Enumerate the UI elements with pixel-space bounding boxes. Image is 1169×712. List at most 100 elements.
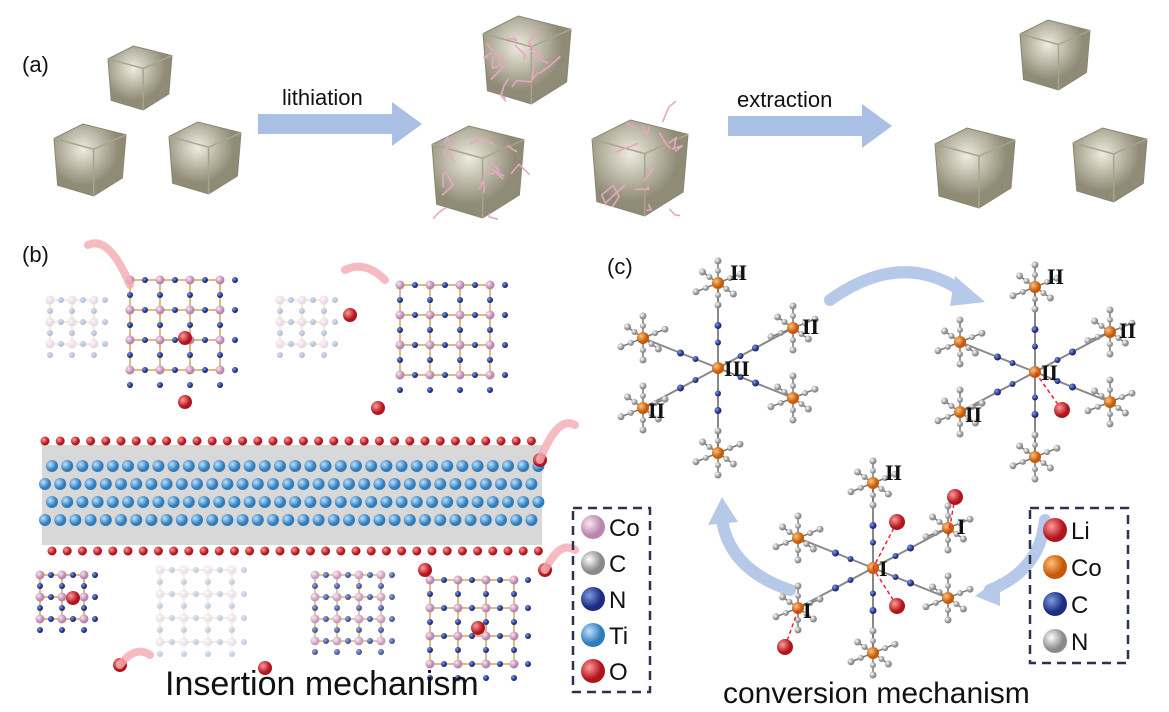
co-atom [454, 604, 463, 613]
co-atom [510, 604, 519, 613]
ti-atom [525, 478, 537, 490]
c-atom [1032, 466, 1038, 472]
ti-atom [252, 478, 264, 490]
c-atom [703, 455, 709, 461]
legend-swatch-c [581, 551, 605, 575]
n-atom [312, 627, 318, 633]
o-atom [223, 437, 232, 446]
n-atom [367, 594, 373, 600]
n-atom [187, 352, 193, 358]
legend-label-c: C [609, 551, 626, 578]
n-atom [972, 350, 979, 357]
n-atom [935, 417, 942, 424]
co-atom [186, 306, 195, 315]
n-atom [323, 638, 329, 644]
ti-atom [191, 514, 203, 526]
c-atom [723, 456, 729, 462]
c-atom [1095, 404, 1101, 410]
c-atom [802, 390, 808, 396]
ti-atom [389, 514, 401, 526]
n-atom [332, 319, 338, 325]
co-atom [486, 371, 495, 380]
n-atom [457, 297, 463, 303]
c-atom [937, 589, 943, 595]
li-atom [1054, 402, 1070, 418]
n-atom [805, 406, 812, 413]
n-atom [172, 307, 178, 313]
n-atom [427, 591, 433, 597]
n-atom [193, 567, 199, 573]
n-atom [790, 347, 797, 354]
n-atom [457, 387, 463, 393]
legend-label-li: Li [1071, 518, 1090, 545]
co-atom [204, 638, 213, 647]
co-atom [456, 311, 465, 320]
c-atom [693, 356, 699, 362]
c-atom [798, 401, 804, 407]
co-atom [486, 281, 495, 290]
cube [169, 122, 241, 194]
framework [276, 296, 339, 359]
n-atom [487, 327, 493, 333]
o-atom [504, 547, 513, 556]
ti-atom [282, 478, 294, 490]
c-atom [715, 322, 722, 329]
co-atom [456, 341, 465, 350]
co-atom [787, 392, 799, 404]
n-atom [181, 579, 187, 585]
n-atom [205, 627, 211, 633]
oxidation-state-label: II [730, 260, 747, 285]
n-atom [232, 307, 238, 313]
co-atom [36, 571, 45, 580]
ti-atom [495, 478, 507, 490]
ti-atom [130, 514, 142, 526]
cycle-arrows [708, 272, 1045, 606]
co-atom [68, 296, 77, 305]
n-atom [169, 591, 175, 597]
ti-atom [228, 460, 240, 472]
co-atom [36, 593, 45, 602]
n-atom [427, 647, 433, 653]
n-atom [497, 633, 503, 639]
n-atom [332, 341, 338, 347]
n-atom [1107, 377, 1114, 384]
ti-atom [183, 496, 195, 508]
o-atom [253, 437, 262, 446]
co-atom [216, 366, 225, 375]
n-atom [487, 357, 493, 363]
c-atom [790, 383, 796, 389]
co-atom [377, 615, 386, 624]
co-atom [333, 571, 342, 580]
c-atom [1095, 334, 1101, 340]
co-atom [298, 296, 307, 305]
c-atom [803, 541, 809, 547]
ti-atom [517, 460, 529, 472]
n-atom [929, 584, 936, 591]
legend-label-n: N [609, 587, 626, 614]
co-atom [46, 318, 55, 327]
n-atom [957, 431, 964, 438]
n-atom [502, 342, 508, 348]
ti-atom [221, 478, 233, 490]
n-atom [217, 292, 223, 298]
ti-atom [100, 478, 112, 490]
ti-atom [122, 460, 134, 472]
n-atom [1122, 410, 1129, 417]
c-atom [1119, 394, 1125, 400]
c-atom [957, 351, 963, 357]
co-atom [156, 336, 165, 345]
n-atom [487, 387, 493, 393]
ti-atom [213, 460, 225, 472]
ti-atom [404, 478, 416, 490]
co-atom [454, 632, 463, 641]
c-atom [790, 337, 796, 343]
o-atom [48, 547, 57, 556]
c-atom [937, 519, 943, 525]
n-atom [923, 603, 930, 610]
n-atom [730, 461, 737, 468]
ti-atom [76, 460, 88, 472]
ti-atom [350, 496, 362, 508]
o-atom [193, 437, 202, 446]
crack [489, 213, 498, 219]
c-atom [677, 385, 684, 392]
